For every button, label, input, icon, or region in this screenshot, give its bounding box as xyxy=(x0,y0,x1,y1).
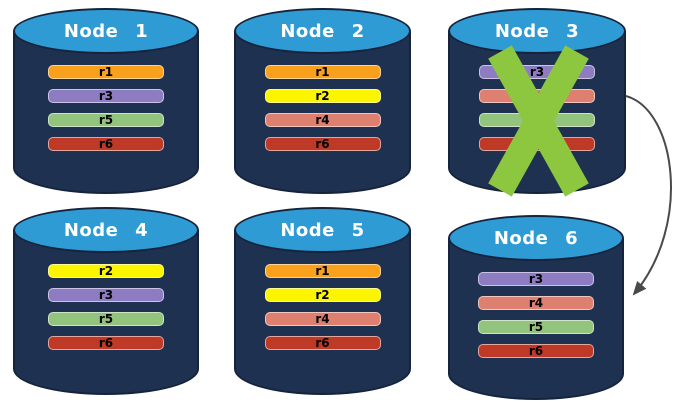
db-node-cylinder: r3 r4 r5 r6 Node 6 xyxy=(448,215,624,400)
replica-list: r1 r2 r4 r6 xyxy=(234,264,411,350)
db-node-cylinder: r3 r4 r5 r6 Node 3 xyxy=(448,8,626,197)
replica-bar-r5: r5 xyxy=(48,113,164,127)
replica-list: r2 r3 r5 r6 xyxy=(13,264,199,350)
db-node-cylinder: r1 r3 r5 r6 Node 1 xyxy=(13,8,199,194)
db-node-cylinder: r1 r2 r4 r6 Node 5 xyxy=(234,207,411,395)
cylinder-top: Node 4 xyxy=(13,207,199,253)
db-node-cylinder: r2 r3 r5 r6 Node 4 xyxy=(13,207,199,395)
cylinder-body xyxy=(13,31,199,194)
node-title: Node 2 xyxy=(280,20,365,42)
cylinder-top: Node 5 xyxy=(234,207,411,253)
node-title: Node 3 xyxy=(494,20,580,42)
replica-bar-r3: r3 xyxy=(48,89,164,103)
db-node-cylinder: r1 r2 r4 r6 Node 2 xyxy=(234,8,411,194)
replica-bar-r3: r3 xyxy=(48,288,164,302)
replica-bar-r6: r6 xyxy=(264,336,381,350)
replica-bar-r3: r3 xyxy=(479,65,595,79)
cylinder-top: Node 2 xyxy=(234,8,411,54)
node-title: Node 1 xyxy=(63,20,149,42)
replica-bar-r4: r4 xyxy=(264,312,381,326)
replica-bar-r6: r6 xyxy=(48,137,164,151)
node-title: Node 4 xyxy=(63,219,149,241)
replica-bar-r5: r5 xyxy=(48,312,164,326)
replica-list: r3 r4 r5 r6 xyxy=(448,272,624,358)
replica-list: r1 r2 r4 r6 xyxy=(234,65,411,151)
cylinder-top: Node 3 xyxy=(448,8,626,54)
replica-bar-r5: r5 xyxy=(479,113,595,127)
node-title: Node 6 xyxy=(493,227,579,249)
replica-bar-r4: r4 xyxy=(478,296,594,310)
replica-bar-r6: r6 xyxy=(478,344,594,358)
cylinder-top: Node 6 xyxy=(448,215,624,261)
replica-list: r1 r3 r5 r6 xyxy=(13,65,199,151)
replica-bar-r4: r4 xyxy=(264,113,381,127)
replica-bar-r1: r1 xyxy=(264,65,381,79)
replica-list: r3 r4 r5 r6 xyxy=(448,65,626,151)
cylinder-top: Node 1 xyxy=(13,8,199,54)
replica-bar-r6: r6 xyxy=(264,137,381,151)
replica-bar-r6: r6 xyxy=(479,137,595,151)
replica-bar-r6: r6 xyxy=(48,336,164,350)
replica-bar-r1: r1 xyxy=(48,65,164,79)
cylinder-body xyxy=(448,238,624,400)
replica-bar-r5: r5 xyxy=(478,320,594,334)
replica-bar-r2: r2 xyxy=(48,264,164,278)
replica-bar-r3: r3 xyxy=(478,272,594,286)
node-title: Node 5 xyxy=(280,219,365,241)
cylinder-body xyxy=(234,31,411,194)
replica-bar-r2: r2 xyxy=(264,89,381,103)
replica-bar-r1: r1 xyxy=(264,264,381,278)
replica-bar-r4: r4 xyxy=(479,89,595,103)
replica-bar-r2: r2 xyxy=(264,288,381,302)
